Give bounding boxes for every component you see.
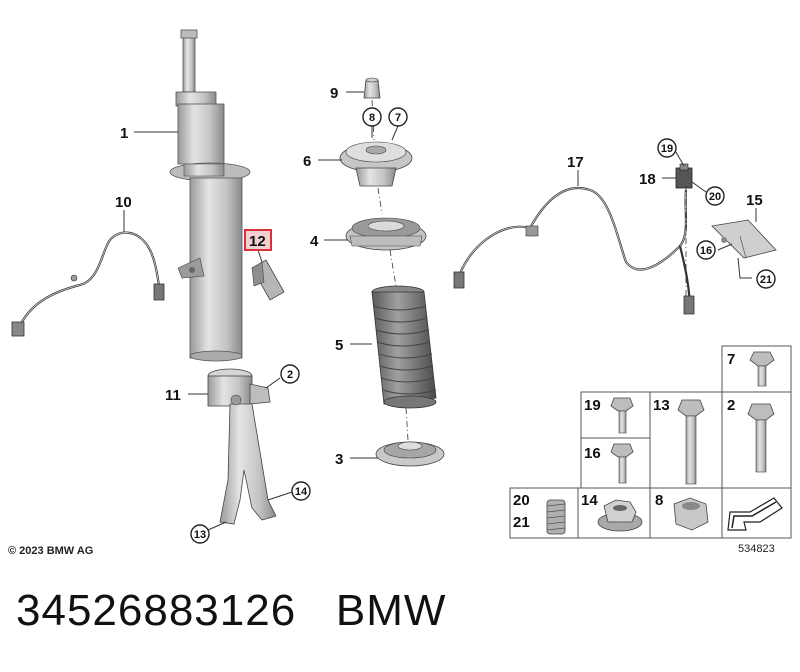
dust-boot [371, 285, 437, 409]
table-label-2: 2 [727, 397, 735, 414]
wheel-speed-sensor-right [453, 187, 695, 315]
callout-17: 17 [567, 154, 584, 171]
callout-5: 5 [335, 337, 343, 354]
callout-4: 4 [310, 233, 319, 250]
table-label-7: 7 [727, 351, 735, 368]
copyright: © 2023 BMW AG [8, 545, 93, 557]
callout-8: 8 [369, 112, 375, 124]
callout-1: 1 [120, 125, 128, 142]
callout-labels: 1 10 11 9 6 4 5 3 17 18 15 [115, 85, 763, 468]
bolt-16-icon [610, 443, 634, 484]
callout-9: 9 [330, 85, 338, 102]
callout-14: 14 [295, 486, 308, 498]
callout-11: 11 [165, 387, 181, 404]
callout-3: 3 [335, 451, 343, 468]
callout-19: 19 [661, 143, 673, 155]
bolt-2-icon [747, 403, 775, 473]
callout-15: 15 [746, 192, 763, 209]
callout-21: 21 [760, 274, 772, 286]
callout-7: 7 [395, 112, 401, 124]
table-label-20: 20 [513, 492, 530, 509]
leader-lines [123, 91, 757, 531]
callout-12: 12 [249, 233, 266, 250]
wheel-speed-sensor-left [11, 231, 165, 337]
table-label-13: 13 [653, 397, 670, 414]
spring-pad [345, 217, 427, 251]
part-number: 34526883126 [16, 586, 297, 635]
table-label-16: 16 [584, 445, 601, 462]
lower-spring-pad [375, 441, 445, 467]
bolt-13-icon [677, 399, 705, 485]
brand-name: BMW [335, 586, 447, 635]
strut-mount [339, 141, 413, 187]
thread-insert-icon [546, 499, 566, 535]
reference-arrow-icon [727, 497, 783, 531]
circled-callouts: 2 13 14 8 7 19 20 16 21 [190, 107, 776, 544]
clamp-fork [207, 368, 277, 525]
callout-20: 20 [709, 191, 721, 203]
diagram-number: 534823 [738, 543, 775, 555]
sensor-bracket [711, 219, 777, 259]
table-label-14: 14 [581, 492, 598, 509]
cap-9 [363, 77, 381, 99]
part-number-footer: 34526883126 BMW [16, 586, 446, 636]
shock-absorber-strut [169, 29, 251, 362]
bolt-19-icon [610, 397, 634, 434]
flange-nut-14-icon [597, 499, 643, 532]
callout-12-highlighted: 12 [244, 229, 272, 251]
bolt-7-icon [749, 351, 775, 387]
callout-2: 2 [287, 369, 293, 381]
callout-13: 13 [194, 529, 206, 541]
bracket-12 [251, 259, 285, 301]
nut-8-icon [673, 497, 709, 531]
table-label-8: 8 [655, 492, 663, 509]
fasteners-table: 7 19 13 2 16 20 21 14 8 [509, 345, 792, 539]
table-label-21: 21 [513, 514, 530, 531]
table-label-19: 19 [584, 397, 601, 414]
sensor-connector [675, 163, 693, 189]
assembly-axis-line [371, 99, 409, 441]
callout-18: 18 [639, 171, 656, 188]
callout-10: 10 [115, 194, 132, 211]
callout-16: 16 [700, 245, 712, 257]
callout-6: 6 [303, 153, 311, 170]
